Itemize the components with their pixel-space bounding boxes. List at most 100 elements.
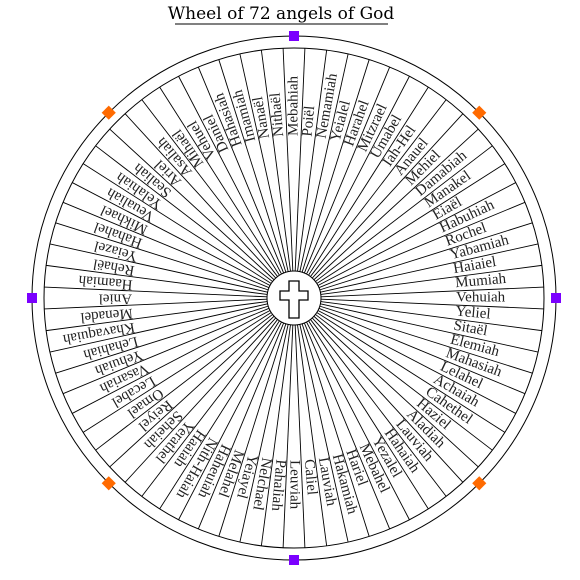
spoke — [308, 320, 429, 510]
square-marker — [289, 555, 299, 565]
spoke — [82, 163, 272, 284]
spoke — [297, 324, 328, 546]
spoke — [49, 303, 268, 353]
spoke — [320, 286, 544, 298]
diagram-title: Wheel of 72 angels of God — [168, 4, 395, 24]
spoke — [159, 320, 280, 510]
spoke — [311, 317, 464, 483]
spoke — [46, 301, 268, 332]
spoke — [320, 301, 542, 332]
angel-name: Pahaliah — [268, 459, 288, 512]
spoke — [260, 324, 291, 546]
spoke — [317, 182, 516, 286]
spoke — [282, 324, 294, 548]
spoke — [299, 53, 349, 272]
angel-name: Yeliel — [455, 304, 491, 323]
spoke — [55, 305, 269, 374]
spoke — [294, 48, 306, 272]
angel-name: Mumiah — [455, 271, 508, 291]
spoke — [178, 76, 282, 275]
spoke — [95, 314, 273, 451]
cross-icon — [279, 280, 309, 319]
spoke — [320, 303, 539, 353]
spoke — [320, 264, 542, 295]
angel-name: Mebahiah — [285, 76, 301, 136]
angel-name: Nithaël — [268, 92, 288, 137]
spoke — [319, 305, 533, 374]
spoke — [313, 315, 479, 468]
spoke — [109, 315, 275, 468]
spoke — [301, 59, 370, 273]
spoke — [72, 310, 271, 414]
spoke — [141, 99, 278, 277]
spoke — [306, 321, 410, 520]
spoke — [297, 50, 328, 272]
spoke — [306, 76, 410, 275]
spoke — [315, 145, 493, 282]
angel-name: Rehaël — [92, 255, 136, 278]
spoke — [301, 323, 370, 537]
spokes — [44, 48, 544, 548]
spoke — [313, 128, 479, 281]
diamond-marker — [472, 476, 487, 491]
spoke — [95, 145, 273, 282]
square-marker — [27, 293, 37, 303]
spoke — [316, 163, 506, 284]
spoke — [197, 322, 285, 530]
spoke — [49, 243, 268, 293]
spoke — [303, 322, 391, 530]
spoke — [239, 53, 289, 272]
angel-name: Poiël — [300, 105, 319, 137]
spoke — [317, 310, 516, 414]
angel-name: Leuviah — [287, 460, 303, 510]
spoke — [311, 113, 464, 279]
spoke — [299, 324, 349, 543]
spoke — [282, 48, 294, 272]
angel-name: Haamiah — [77, 272, 133, 293]
angel-name: Nanaël — [250, 95, 273, 140]
spoke — [316, 312, 506, 433]
spoke — [55, 222, 269, 291]
spoke — [218, 59, 287, 273]
square-marker — [289, 31, 299, 41]
spoke — [315, 314, 493, 451]
spoke — [318, 201, 526, 289]
spoke — [124, 113, 277, 279]
spoke — [46, 264, 268, 295]
angel-name: Vehuiah — [456, 289, 506, 305]
spoke — [239, 324, 289, 543]
spoke — [141, 319, 278, 497]
spoke — [109, 128, 275, 281]
angel-name: Caliel — [301, 459, 320, 496]
spoke — [303, 66, 391, 274]
spoke — [310, 99, 447, 277]
spoke — [319, 222, 533, 291]
inner-ring — [43, 47, 545, 549]
spoke — [62, 201, 270, 289]
angel-name: Sitaël — [452, 318, 488, 340]
spoke — [159, 86, 280, 276]
spoke — [124, 317, 277, 483]
spoke — [72, 182, 271, 286]
spoke — [318, 307, 526, 395]
spoke — [82, 312, 272, 433]
spoke — [197, 66, 285, 274]
angel-name: Aniel — [99, 291, 132, 307]
diamond-marker — [472, 105, 487, 120]
angel-name: Haiaiel — [452, 254, 497, 277]
spoke — [62, 307, 270, 395]
spoke — [260, 50, 291, 272]
spoke — [44, 286, 268, 298]
diamond-marker — [101, 476, 116, 491]
angel-name: Menadel — [80, 305, 134, 326]
square-marker — [551, 293, 561, 303]
spoke — [308, 86, 429, 276]
ring-markers — [27, 31, 561, 565]
spoke — [310, 319, 447, 497]
spoke — [218, 323, 287, 537]
spoke — [44, 298, 268, 310]
spoke — [178, 321, 282, 520]
spoke — [294, 324, 306, 548]
spoke — [320, 243, 539, 293]
